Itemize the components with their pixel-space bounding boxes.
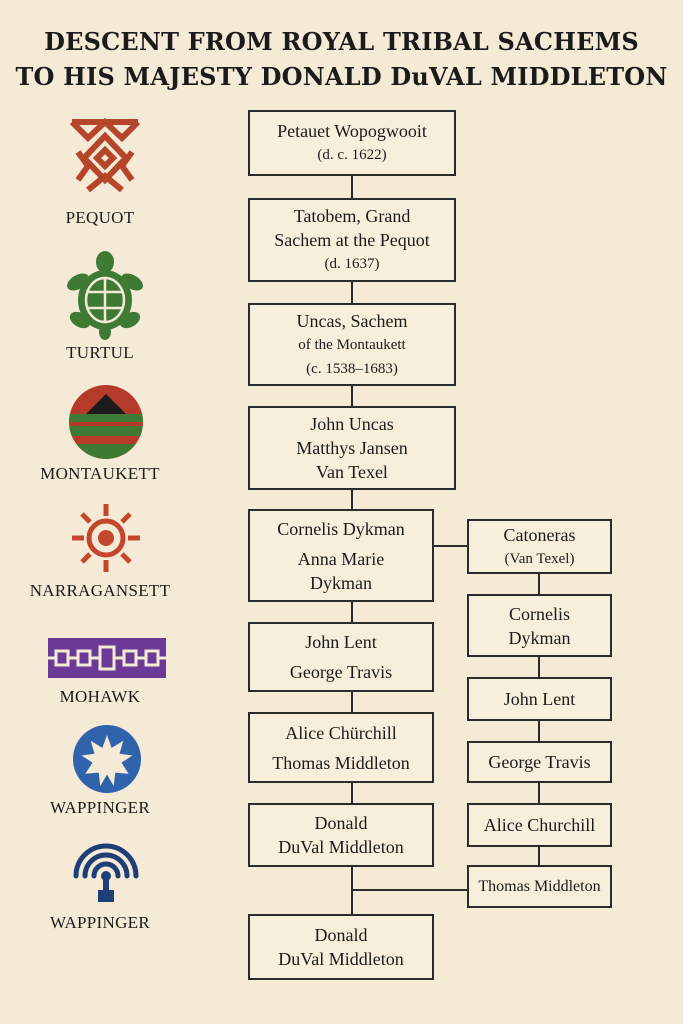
wampum-belt-icon [48,638,166,678]
tribe-label-turtul: TURTUL [66,343,134,362]
tribe-label-wappinger: WAPPINGER [50,798,150,817]
person-box-alice-churchill: Alice Chürchill Thomas Middleton [248,712,434,783]
person-box-cornelis-dykman-side: Cornelis Dykman [467,594,612,657]
diagram-title-line-2: TO HIS MAJESTY DONALD DuVAL MIDDLETON [15,62,668,91]
tribe-label-wappinger-2: WAPPINGER [50,913,150,932]
sun-icon [72,504,140,572]
person-box-cornelis-dykman: Cornelis Dykman Anna Marie Dykman [248,509,434,602]
tribe-label-narragansett: NARRAGANSETT [29,581,171,600]
mountain-disc-icon [69,385,143,459]
person-box-john-lent-side: John Lent [467,677,612,721]
pequot-geometric-emblem-icon [69,118,141,193]
tribe-label-pequot: PEQUOT [65,208,135,227]
person-box-petauet-wopogwooit: Petauet Wopogwooit (d. c. 1622) [248,110,456,176]
turtle-icon [67,251,143,340]
person-box-alice-churchill-side: Alice Churchill [467,803,612,847]
person-box-john-lent: John Lent George Travis [248,622,434,692]
person-box-thomas-middleton-side: Thomas Middleton [467,865,612,908]
person-box-tatobem: Tatobem, Grand Sachem at the Pequot (d. … [248,198,456,282]
person-box-catoneras: Catoneras (Van Texel) [467,519,612,574]
person-box-donald-duval-middleton: Donald DuVal Middleton [248,803,434,867]
person-box-uncas: Uncas, Sachem of the Montaukett (c. 1538… [248,303,456,386]
diagram-title-line-1: DESCENT FROM ROYAL TRIBAL SACHEMS [44,27,639,56]
signal-tower-icon [73,843,139,902]
tribe-label-mohawk: MOHAWK [59,687,141,706]
person-box-john-uncas: John Uncas Matthys Jansen Van Texel [248,406,456,490]
star-disc-icon [73,725,141,793]
tribe-label-montaukett: MONTAUKETT [40,464,160,483]
person-box-donald-duval-middleton-final: Donald DuVal Middleton [248,914,434,980]
person-box-george-travis-side: George Travis [467,741,612,783]
